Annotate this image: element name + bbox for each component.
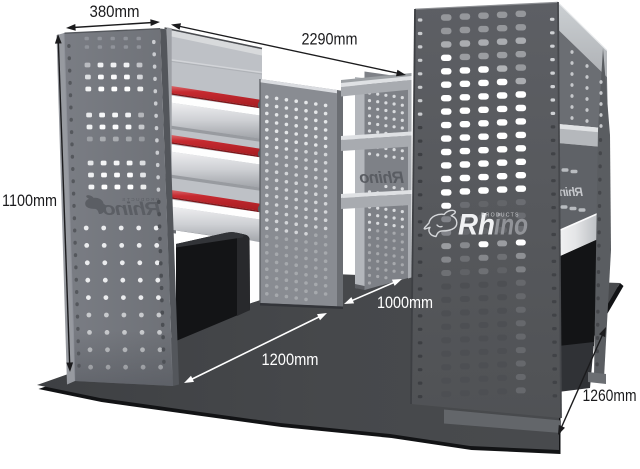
svg-text:PRODUCTS: PRODUCTS — [121, 197, 159, 203]
svg-text:Rhino: Rhino — [359, 169, 404, 187]
svg-text:2290mm: 2290mm — [302, 30, 358, 49]
svg-text:ino: ino — [494, 209, 528, 242]
svg-text:1000mm: 1000mm — [377, 293, 433, 312]
svg-text:Rhino: Rhino — [102, 199, 161, 219]
svg-text:1260mm: 1260mm — [583, 386, 637, 405]
svg-text:Rh: Rh — [458, 209, 495, 242]
svg-text:1100mm: 1100mm — [2, 191, 57, 210]
svg-text:1200mm: 1200mm — [262, 350, 319, 369]
svg-text:PRODUCTS: PRODUCTS — [481, 213, 520, 219]
svg-text:380mm: 380mm — [90, 2, 140, 21]
